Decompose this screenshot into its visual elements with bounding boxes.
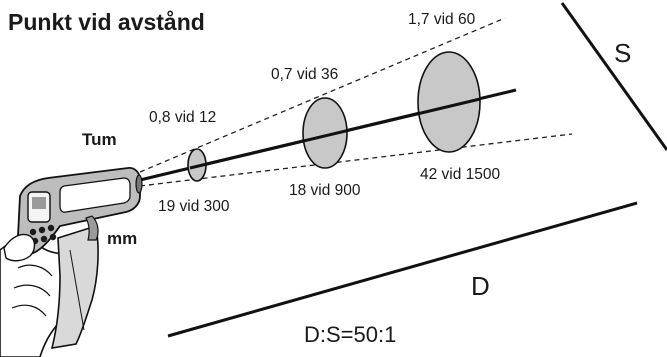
cone-lower-edge [139,133,573,187]
thumb-shape [3,233,36,262]
spot-middle [302,97,348,169]
finger-line [17,264,53,277]
distance-line [167,201,638,338]
finger-line [13,284,51,297]
finger-line [11,304,47,317]
handle-grip-line [69,249,85,331]
spot-label-mm-far: 42 vid 1500 [420,166,501,183]
gun-barrel-panel [59,177,131,213]
spot-size-letter: S [614,38,631,68]
spot-label-mm-near: 19 vid 300 [158,198,230,215]
cone-upper-edge [139,17,506,173]
spot-size-line [560,2,667,151]
display-readout [32,197,46,209]
lens-icon [135,174,143,194]
distance-letter: D [471,271,490,301]
keypad-button-icon [38,226,46,234]
trigger-icon [85,215,99,241]
keypad-button-icon [47,224,55,232]
spot-label-mm-middle: 18 vid 900 [289,182,361,199]
keypad-button-icon [40,235,48,243]
keypad-button-icon [49,233,57,241]
diagram-title: Punkt vid avstånd [8,9,205,35]
unit-label-inch: Tum [82,130,117,149]
distance-to-spot-ratio: D:S=50:1 [304,322,396,347]
thermometer-gun-illustration [0,167,143,357]
measurement-axis-overlay [189,97,481,170]
spot-label-inch-near: 0,8 vid 12 [149,109,216,126]
spot-label-inch-far: 1,7 vid 60 [408,11,476,28]
keypad-button-icon [29,228,37,236]
spot-far [417,51,481,153]
unit-label-mm: mm [107,229,137,248]
spot-label-inch-middle: 0,7 vid 36 [271,66,338,83]
